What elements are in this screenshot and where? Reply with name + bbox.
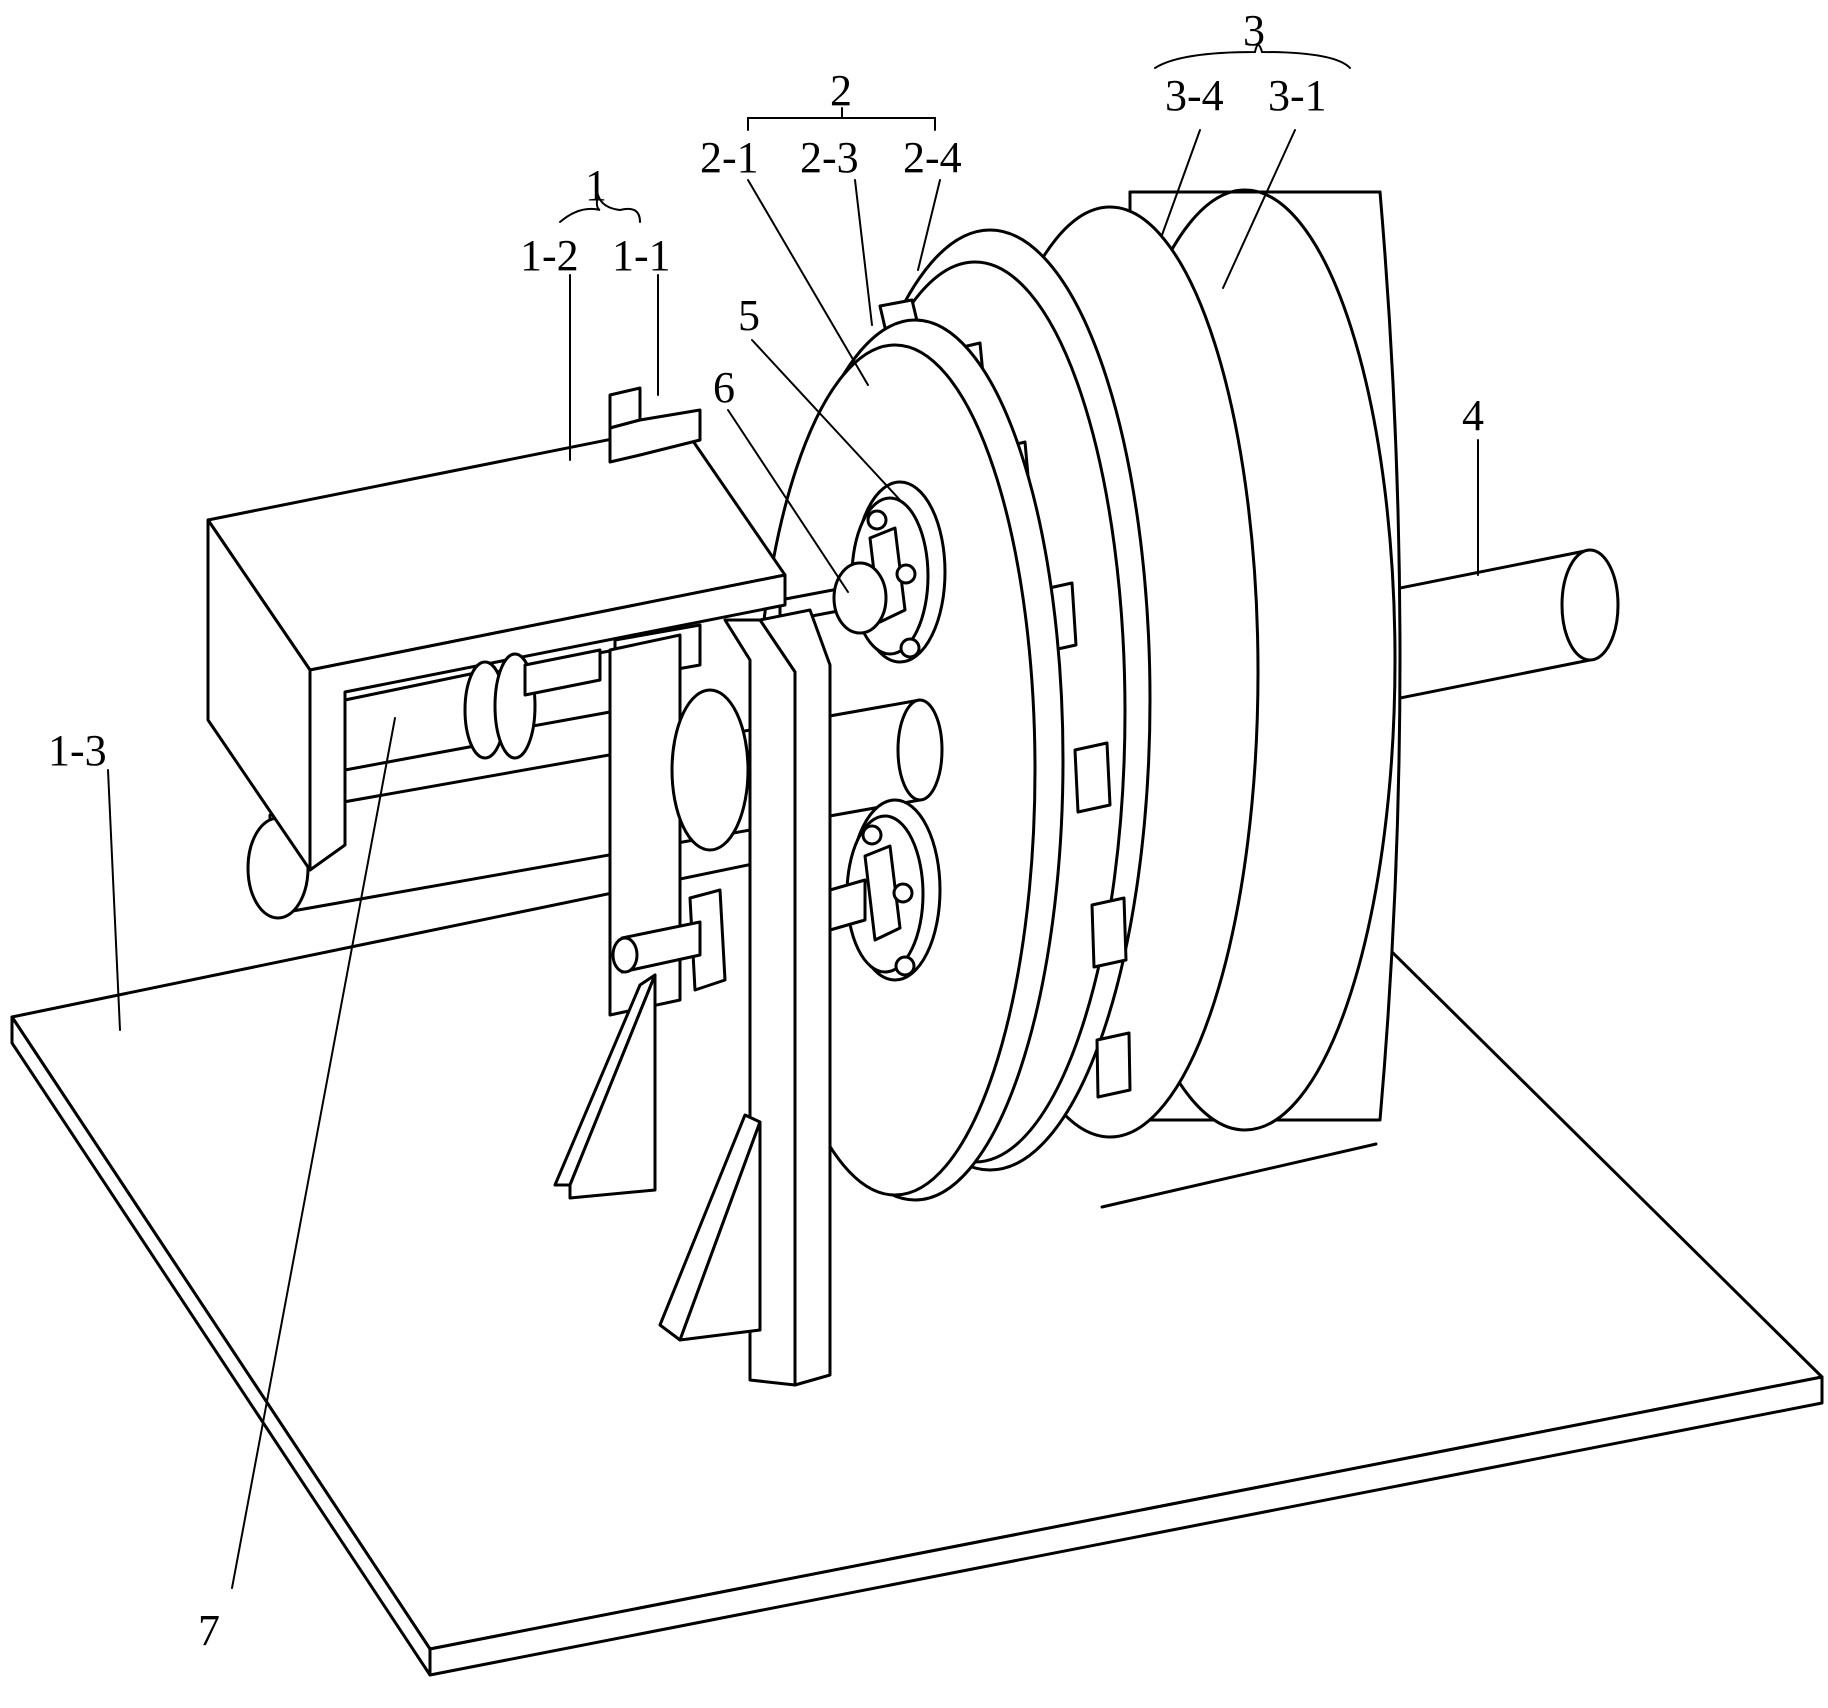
label-7: 7	[198, 1606, 220, 1655]
label-3-4: 3-4	[1165, 71, 1224, 120]
label-4: 4	[1462, 391, 1484, 440]
label-1-3: 1-3	[48, 726, 107, 775]
label-6: 6	[713, 363, 735, 412]
plate-hole	[672, 690, 748, 850]
label-2-1: 2-1	[700, 133, 759, 182]
label-1-2: 1-2	[520, 231, 579, 280]
output-shaft	[1380, 550, 1618, 702]
label-2: 2	[830, 66, 852, 115]
label-2-3: 2-3	[800, 133, 859, 182]
label-3-1: 3-1	[1268, 71, 1327, 120]
label-3: 3	[1243, 6, 1265, 55]
label-5: 5	[738, 291, 760, 340]
label-1: 1	[585, 161, 607, 210]
label-2-4: 2-4	[903, 133, 962, 182]
label-1-1: 1-1	[612, 231, 671, 280]
